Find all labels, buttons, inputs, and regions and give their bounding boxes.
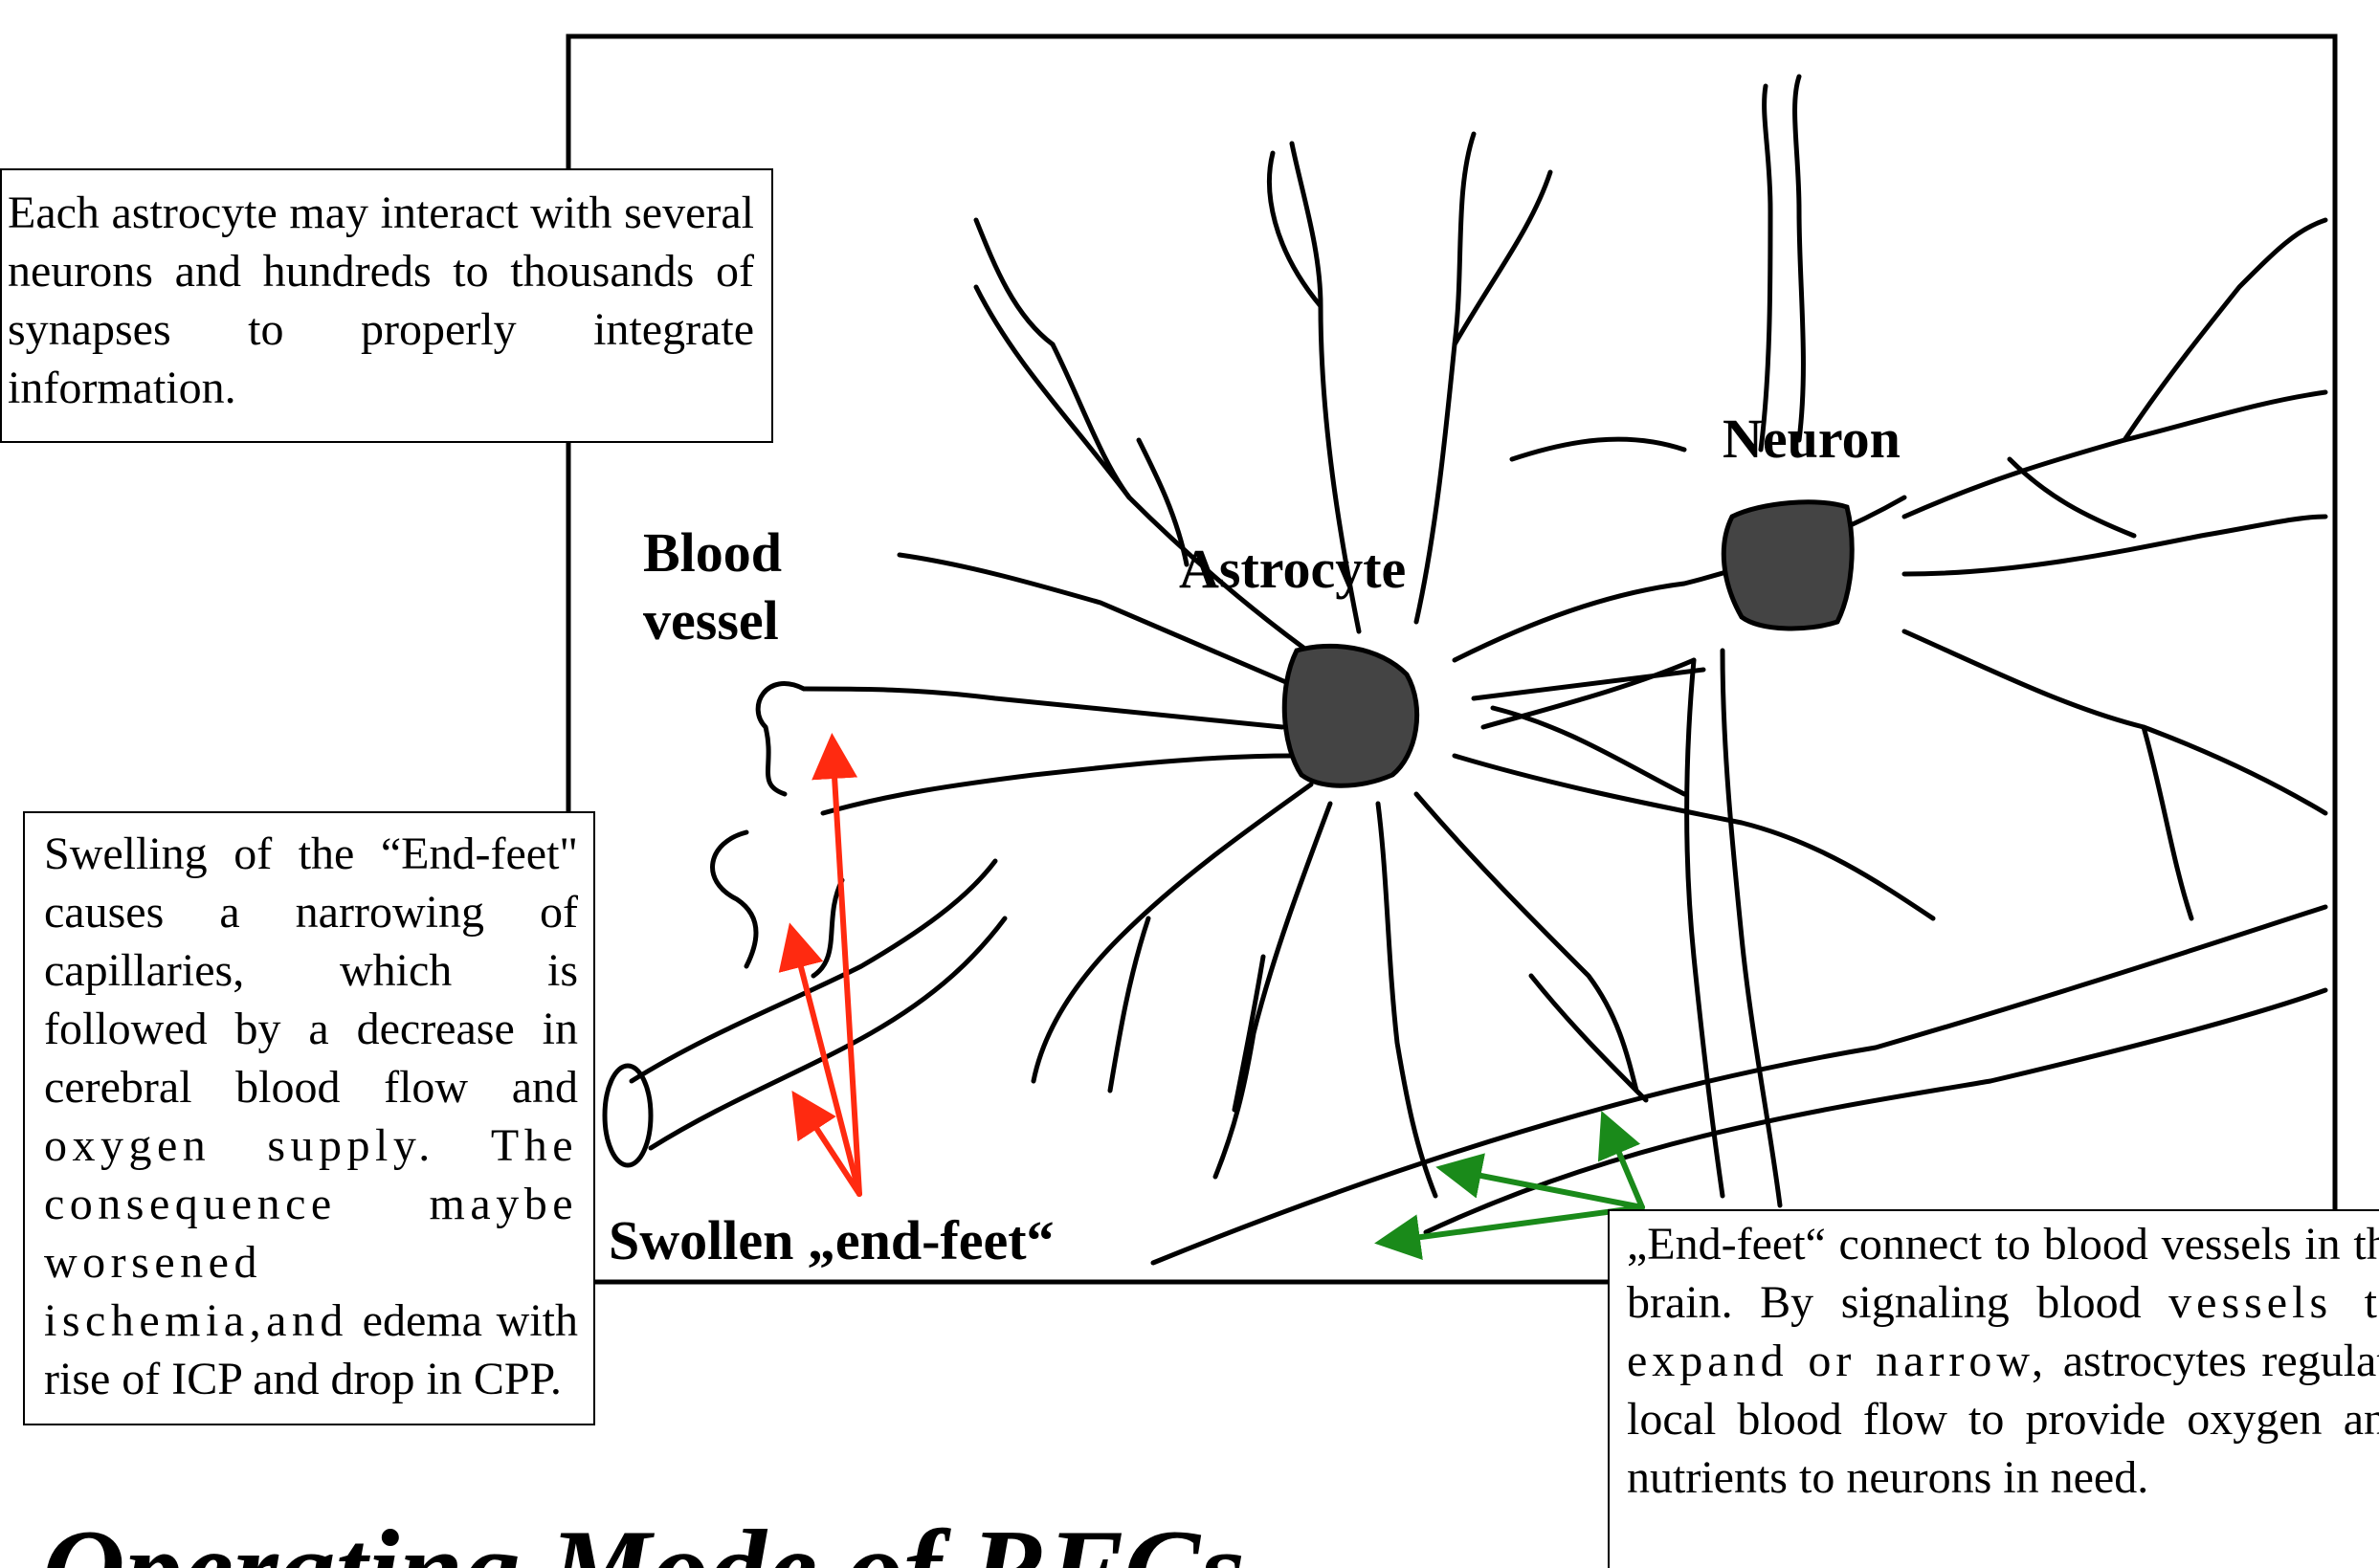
astrocyte-label: Astrocyte: [1179, 536, 1406, 603]
footer-title: Operating Mode of RFCs: [42, 1508, 1245, 1568]
astrocyte-interaction-note: Each astrocyte may interact with several…: [0, 168, 773, 443]
swelling-note: Swelling of the “End-feet" causes a narr…: [23, 811, 595, 1425]
neuron-processes: [1483, 77, 2325, 1205]
neuron-nucleus: [1723, 502, 1852, 629]
green-arrow-middle: [1447, 1169, 1642, 1207]
astrocyte-interaction-text: Each astrocyte may interact with several…: [8, 188, 754, 413]
neuron-label: Neuron: [1723, 406, 1901, 473]
green-arrow-upper: [1606, 1121, 1642, 1207]
swelling-text-part1: Swelling of the “End-feet" causes a narr…: [44, 828, 578, 1113]
blood-vessel-label-line1: Blood: [643, 519, 782, 586]
astrocyte-nucleus: [1284, 646, 1416, 785]
blood-vessel: [605, 684, 2325, 1263]
green-arrow-lower: [1386, 1207, 1642, 1242]
swollen-end-feet-label: Swollen „end-feet“: [609, 1207, 1055, 1274]
blood-vessel-label-line2: vessel: [643, 587, 779, 654]
green-arrows: [1386, 1121, 1642, 1242]
end-feet-note: „End-feet“ connect to blood vessels in t…: [1608, 1209, 2379, 1568]
